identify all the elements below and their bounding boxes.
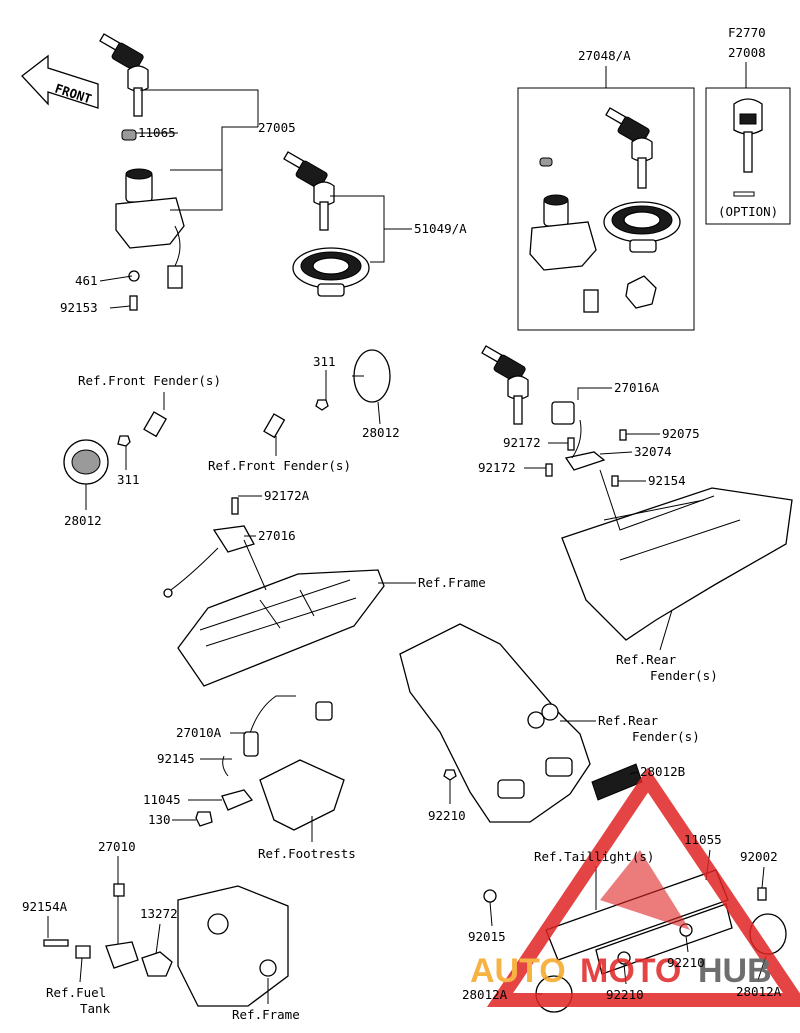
callout-label-c27010A: 27010A [176,725,222,740]
callout-label-c92210b: 92210 [667,955,705,970]
callout-label-crff1: Ref.Front Fender(s) [78,373,221,388]
spacer [117,399,329,447]
callout-label-c51049: 51049/A [414,221,467,236]
fuel-cap [603,201,681,253]
callout-label-c92172A: 92172A [264,488,310,503]
callout-label-crtail: Ref.Taillight(s) [534,849,654,864]
key-icon [283,151,335,231]
callout-label-c92172a: 92172 [503,435,541,450]
callout-label-c27016: 27016 [258,528,296,543]
front-arrow: FRONT [21,54,99,109]
key-icon [99,33,149,117]
callout-label-c130: 130 [148,812,171,827]
callout-label-c92172b: 92172 [478,460,516,475]
rear-fender-upper [561,487,793,641]
cap-28012 [352,349,391,403]
callout-label-c92145: 92145 [157,751,195,766]
callout-label-c92075: 92075 [662,426,700,441]
neutral-switch [43,883,173,977]
cap-28012 [63,439,109,485]
watermark-text-auto: AUTO [470,952,566,990]
callout-label-c28012b: 28012 [64,513,102,528]
seat-lock-assembly [545,401,627,487]
callout-label-c11045: 11045 [143,792,181,807]
callout-label-c11065: 11065 [138,125,176,140]
callout-label-c13272: 13272 [140,906,178,921]
callout-label-c28012A1: 28012A [462,987,508,1002]
callout-label-crff2: Ref.Front Fender(s) [208,458,351,473]
callout-label-crrf2b: Fender(s) [632,729,700,744]
side-stand-switch [195,695,345,831]
callout-label-c311b: 311 [117,472,140,487]
key-icon [481,345,529,425]
callout-label-crrf2a: Ref.Rear [598,713,659,728]
frame-center [177,569,385,687]
watermark-logo: AUTO MOTO HUB [470,767,800,1007]
callout-label-c11055: 11055 [684,832,722,847]
callout-label-c28012A2: 28012A [736,984,782,999]
callout-label-c28012a: 28012 [362,425,400,440]
callout-label-c92015: 92015 [468,929,506,944]
callout-label-crframe2: Ref.Frame [232,1007,300,1022]
rear-fender-lower [399,623,591,823]
fuel-cap [292,247,370,297]
callout-labels: 27005 11065 461 92153 51049/A 27048/A F2770 270… [22,25,782,1022]
lock-cable [163,497,255,598]
callout-label-c311a: 311 [313,354,336,369]
callout-label-c32074: 32074 [634,444,672,459]
callout-label-crfuel2: Tank [80,1001,111,1016]
watermark-text-hub: HUB [698,952,772,990]
ignition-switch [529,157,599,313]
callout-label-crrf1b: Fender(s) [650,668,718,683]
frame-lower [177,885,289,1007]
key-icon [605,107,653,189]
callout-label-c92154A: 92154A [22,899,68,914]
option-key-icon [733,98,763,197]
callout-label-c92153: 92153 [60,300,98,315]
callout-label-c461: 461 [75,273,98,288]
callout-label-crfoot: Ref.Footrests [258,846,356,861]
callout-label-c92154: 92154 [648,473,686,488]
callout-label-c92002: 92002 [740,849,778,864]
callout-label-c92210a: 92210 [428,808,466,823]
watermark-text-moto: MOTO [580,952,681,990]
callout-label-cF2770: F2770 [728,25,766,40]
callout-label-crframe1: Ref.Frame [418,575,486,590]
callout-label-c27005: 27005 [258,120,296,135]
callout-label-c28012B: 28012B [640,764,685,779]
callout-label-c92210c: 92210 [606,987,644,1002]
callout-label-c27010: 27010 [98,839,136,854]
callout-label-crrf1a: Ref.Rear [616,652,677,667]
callout-label-coption: (OPTION) [718,204,778,219]
callout-label-c27048: 27048/A [578,48,631,63]
callout-label-crfuel1: Ref.Fuel [46,985,106,1000]
ignition-switch [115,129,185,311]
seat-lock [625,275,657,309]
option-box-27008 [705,87,791,225]
callout-label-c27016A: 27016A [614,380,660,395]
callout-label-c27008: 27008 [728,45,766,60]
